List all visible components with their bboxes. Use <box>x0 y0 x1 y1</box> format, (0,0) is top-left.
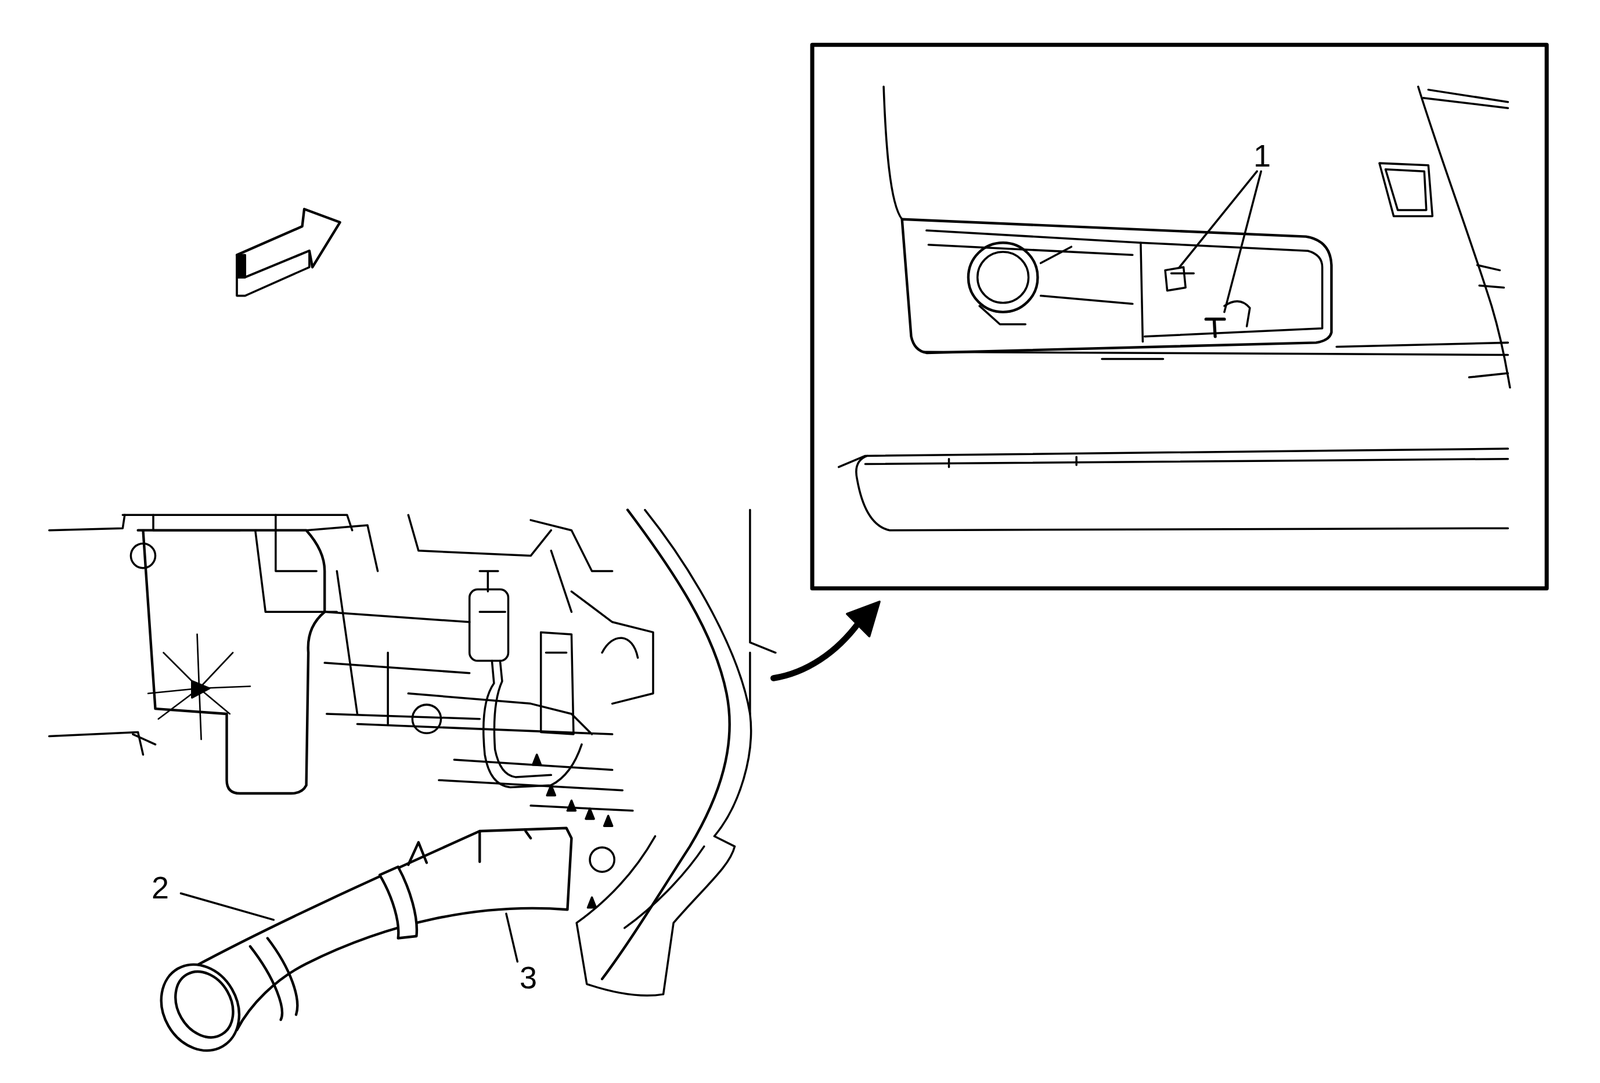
inset-view <box>838 86 1511 531</box>
leader-lines <box>180 171 1261 962</box>
inset-pointer <box>773 602 880 679</box>
callout-number: 1 <box>1253 139 1271 172</box>
air-duct-hose <box>145 828 572 1066</box>
callout-number: 2 <box>151 871 169 904</box>
vehicle-front-underside <box>49 510 776 997</box>
inset-frame <box>812 44 1547 589</box>
view-arrow <box>236 208 340 296</box>
callout-number: 3 <box>519 961 538 994</box>
